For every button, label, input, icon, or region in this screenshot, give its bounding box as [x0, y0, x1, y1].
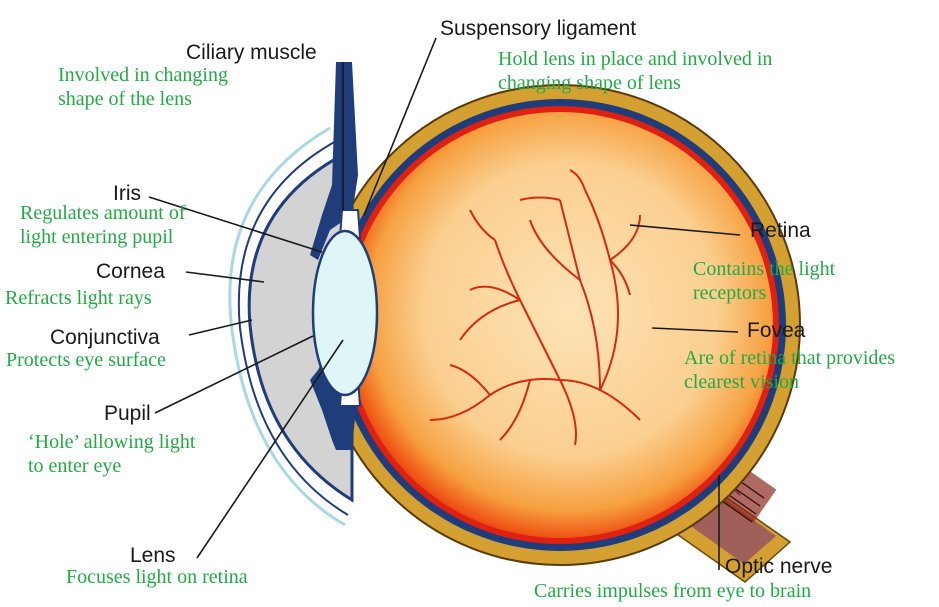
leader-conjunctiva	[188, 319, 253, 336]
label-fovea: Fovea	[747, 319, 806, 342]
label-conjunctiva: Conjunctiva	[50, 326, 160, 349]
leader-iris	[148, 196, 323, 253]
desc-cornea: Refracts light rays	[5, 287, 152, 309]
label-optic-nerve: Optic nerve	[725, 555, 833, 578]
desc-optic-nerve: Carries impulses from eye to brain	[534, 580, 812, 602]
desc-lens: Focuses light on retina	[66, 566, 248, 588]
lens-shape	[311, 229, 379, 397]
desc-fovea: Are of retina that provides clearest vis…	[684, 347, 896, 393]
label-ciliary-muscle: Ciliary muscle	[186, 41, 317, 64]
label-lens: Lens	[130, 544, 176, 567]
conjunctiva-line	[228, 126, 346, 527]
leader-retina	[629, 224, 741, 236]
leader-fovea	[651, 327, 739, 333]
desc-ciliary-muscle: Involved in changing shape of the lens	[58, 64, 228, 110]
retinal-blood-vessels	[429, 169, 641, 446]
leader-suspensory-ligament	[363, 37, 437, 216]
label-pupil: Pupil	[104, 402, 151, 425]
desc-pupil: ‘Hole’ allowing light to enter eye	[28, 431, 196, 477]
label-iris: Iris	[113, 182, 141, 205]
desc-iris: Regulates amount of light entering pupil	[20, 202, 186, 248]
label-cornea: Cornea	[96, 260, 165, 283]
desc-retina: Contains the light receptors	[693, 258, 836, 304]
desc-suspensory-ligament: Hold lens in place and involved in chang…	[498, 48, 773, 94]
label-retina: Retina	[750, 219, 811, 242]
leader-pupil	[154, 335, 314, 414]
leader-cornea	[185, 271, 265, 283]
vitreous-humour	[347, 112, 773, 538]
label-suspensory-ligament: Suspensory ligament	[440, 17, 637, 40]
leader-lines	[148, 37, 741, 570]
desc-conjunctiva: Protects eye surface	[6, 349, 166, 371]
leader-lens	[196, 339, 344, 559]
